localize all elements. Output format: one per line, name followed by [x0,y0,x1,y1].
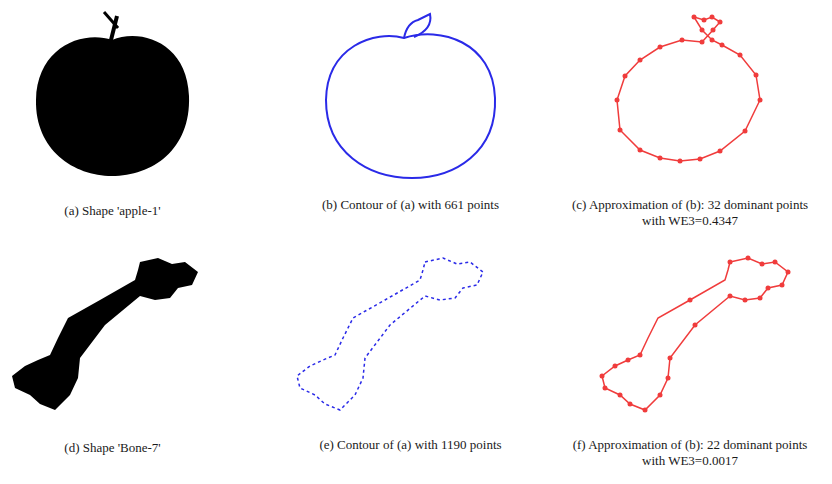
dominant-point [746,256,751,261]
dominant-point [766,286,771,291]
dominant-point [658,156,663,161]
bone-contour [297,258,483,410]
figure-caption: (a) Shape 'apple-1' [20,203,205,219]
apple-silhouette [36,36,189,176]
approximation-polygon [602,258,788,410]
dominant-point [710,38,715,43]
dominant-point [743,129,748,134]
dominant-point [773,260,778,265]
figure-caption: (e) Contour of (a) with 1190 points [318,437,503,453]
dominant-point [666,376,671,381]
dominant-point [600,374,605,379]
dominant-point [618,393,623,398]
dominant-point [692,15,697,20]
dominant-point [693,323,698,328]
dominant-point [700,40,705,45]
dominant-point [615,98,620,103]
dominant-point [786,270,791,275]
dominant-point [678,159,683,164]
dominant-point [623,74,628,79]
dominant-point [743,298,748,303]
dominant-point [643,408,648,413]
dominant-point [688,298,693,303]
apple-contour-stem [404,14,430,38]
dominant-point [728,294,733,299]
dominant-point [758,98,763,103]
dominant-point [680,38,685,43]
dominant-point [658,45,663,50]
dominant-point [728,260,733,265]
dominant-point [700,28,705,33]
dominant-point [738,53,743,58]
figure-caption: (d) Shape 'Bone-7' [20,440,205,456]
dominant-point [626,358,631,363]
dominant-point [658,393,663,398]
dominant-point [718,20,723,25]
dominant-point [754,73,759,78]
dominant-point [618,128,623,133]
dominant-point [698,157,703,162]
dominant-point [613,364,618,369]
figure-caption: (b) Contour of (a) with 661 points [318,197,503,213]
bone-silhouette [12,258,198,410]
apple-leaf [104,12,118,28]
dominant-point [638,58,643,63]
dominant-point [668,356,673,361]
dominant-point [638,148,643,153]
dominant-point [720,43,725,48]
dominant-point [710,15,715,20]
dominant-point [760,262,765,267]
dominant-point [711,28,716,33]
dominant-point [628,402,633,407]
apple-contour [326,34,495,178]
dominant-point [702,18,707,23]
dominant-point [638,353,643,358]
dominant-point [758,296,763,301]
figure-caption: (f) Approximation of (b): 22 dominant po… [560,437,820,469]
dominant-point [718,149,723,154]
dominant-point [780,283,785,288]
dominant-point [603,386,608,391]
figure-caption: (c) Approximation of (b): 32 dominant po… [560,197,820,229]
approximation-polygon [617,17,760,161]
